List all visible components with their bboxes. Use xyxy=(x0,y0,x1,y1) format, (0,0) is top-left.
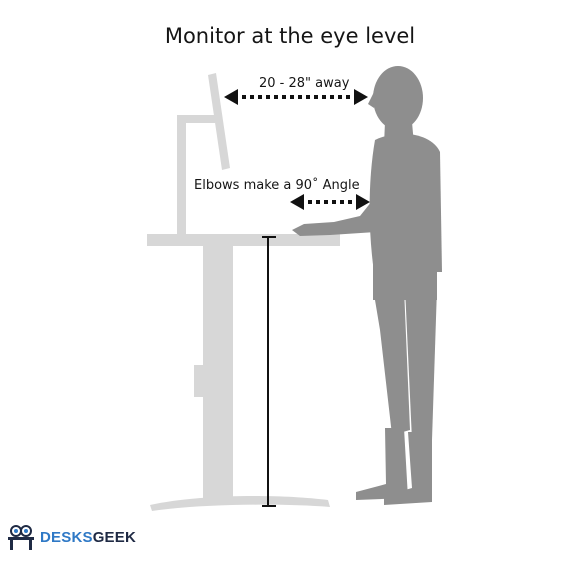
logo-text-geek: GEEK xyxy=(92,528,136,546)
desk-foot xyxy=(150,495,330,511)
desk-leg xyxy=(203,244,233,500)
person-silhouette xyxy=(292,66,442,505)
logo-icon xyxy=(8,525,34,550)
desksgeek-logo: DESKSGEEK xyxy=(6,522,136,552)
logo-wordmark: DESKSGEEK xyxy=(40,529,136,546)
monitor-pole xyxy=(177,115,186,237)
monitor xyxy=(177,73,230,237)
desk-control-box xyxy=(194,365,203,397)
elbow-angle-label: Elbows make a 90˚ Angle xyxy=(194,178,360,193)
desk-top xyxy=(147,234,340,246)
monitor-arm xyxy=(177,115,215,123)
logo-text-desks: DESKS xyxy=(40,528,93,546)
desk-height-marker xyxy=(262,236,276,507)
standing-desk xyxy=(147,234,340,511)
monitor-screen xyxy=(208,73,230,170)
viewing-distance-label: 20 - 28" away xyxy=(259,76,350,91)
page-title: Monitor at the eye level xyxy=(164,24,416,48)
viewing-distance-arrow xyxy=(224,89,368,105)
elbow-arrow xyxy=(290,194,370,210)
